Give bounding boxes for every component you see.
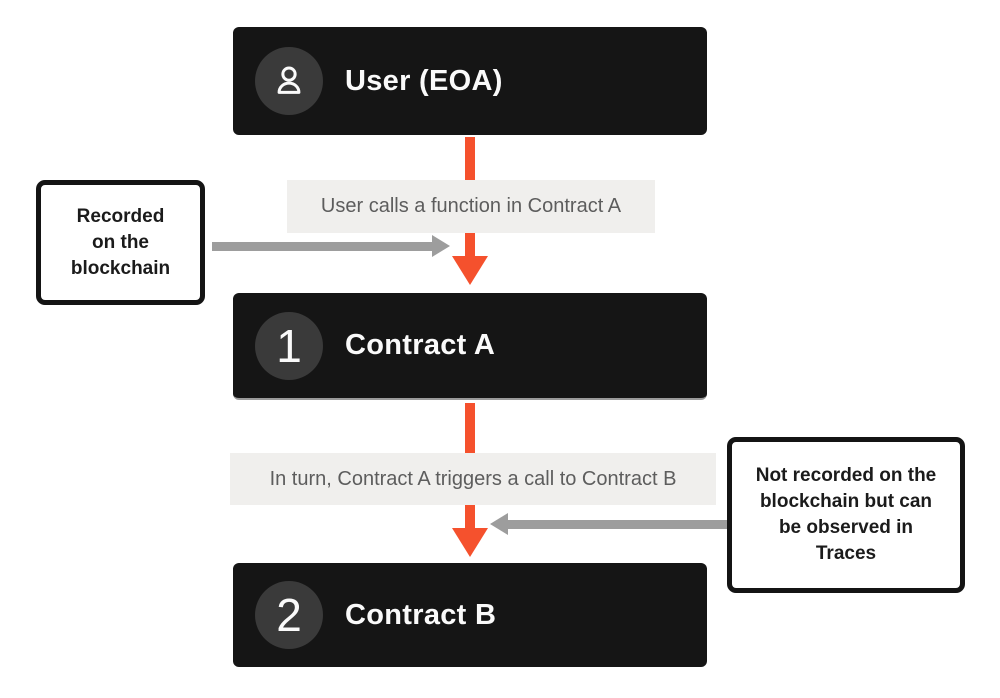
not-recorded-callout-arrow-shaft [508,520,728,529]
user-icon [277,66,301,94]
recorded-callout-arrow-head [432,235,450,257]
node-user-eoa-label: User (EOA) [345,64,503,97]
callout-line: be observed in [778,517,914,538]
node-contract-b: 2 Contract B [233,563,707,667]
flow-label-user-call: User calls a function in Contract A [287,180,655,233]
step-1-badge: 1 [255,311,323,380]
arrow-contract-a-to-contract-b-head [452,528,488,557]
not-recorded-callout-arrow-head [490,513,508,535]
user-avatar-badge [255,47,323,115]
callout-line: blockchain but can [759,491,933,512]
flow-label-contract-call-text: In turn, Contract A triggers a call to C… [269,467,677,490]
recorded-callout-arrow-shaft [212,242,432,251]
flow-label-user-call-text: User calls a function in Contract A [320,195,622,217]
step-2-badge: 2 [255,581,323,649]
node-contract-b-label: Contract B [345,598,497,631]
callout-not-recorded-traces: Not recorded on the blockchain but can b… [727,437,965,593]
step-2-number: 2 [276,589,302,641]
node-user-eoa: User (EOA) [233,27,707,135]
callout-line: Not recorded on the [755,465,937,486]
callout-line: on the [92,231,149,253]
callout-recorded-on-blockchain: Recorded on the blockchain [36,180,205,305]
flow-label-contract-call: In turn, Contract A triggers a call to C… [230,453,716,505]
callout-line: blockchain [70,257,171,279]
node-contract-a-label: Contract A [345,329,496,361]
arrow-user-to-contract-a-head [452,256,488,285]
step-1-number: 1 [276,319,302,372]
callout-line: Traces [815,543,877,564]
node-contract-a: 1 Contract A [233,293,707,400]
callout-line: Recorded [76,205,165,227]
